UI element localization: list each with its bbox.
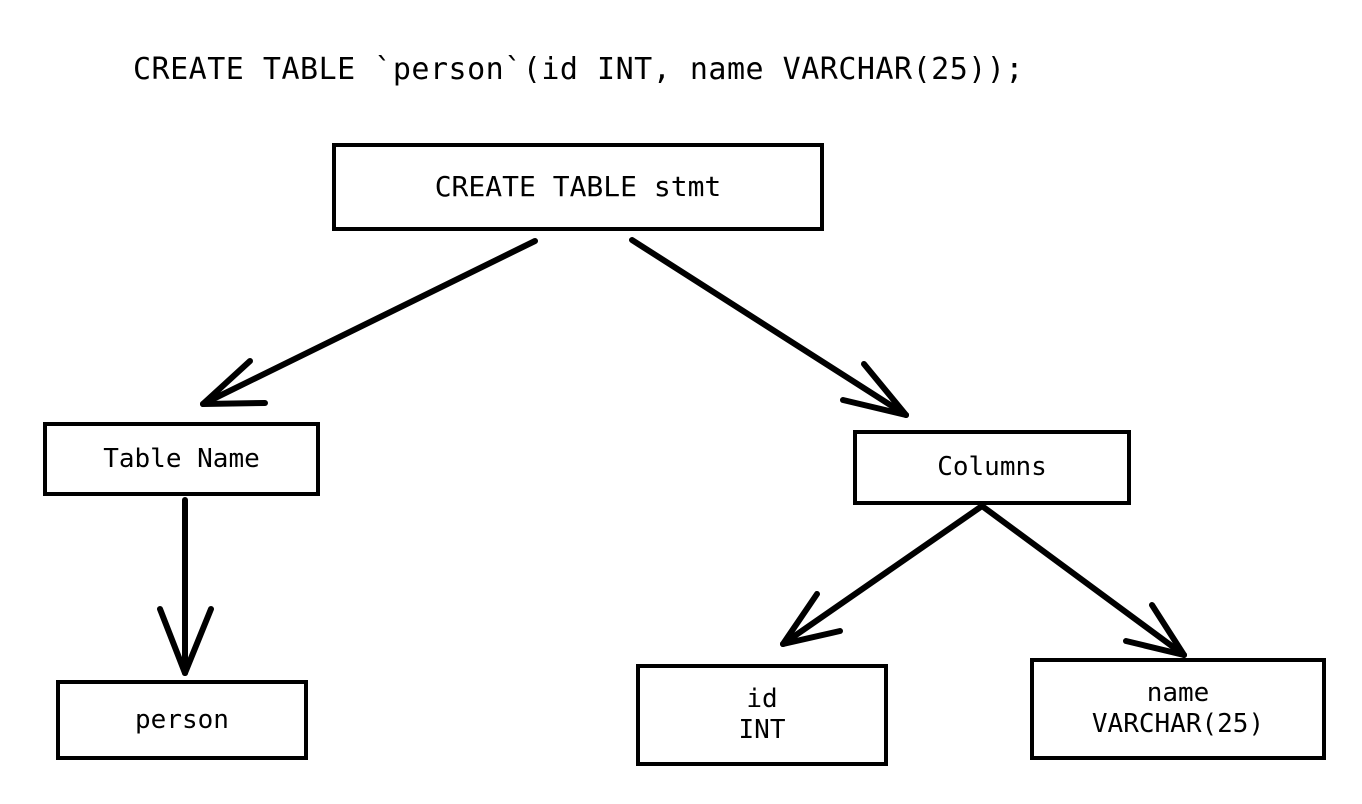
node-create-table-stmt[interactable]: CREATE TABLE stmt: [332, 143, 824, 231]
edge-root-to-table-name: [200, 238, 538, 407]
node-person[interactable]: person: [56, 680, 308, 760]
node-table-name[interactable]: Table Name: [43, 422, 320, 496]
edge-columns-to-id: [780, 503, 985, 647]
node-label: CREATE TABLE stmt: [434, 170, 722, 204]
edge-root-to-columns: [629, 237, 909, 418]
node-column-name: name: [1146, 678, 1210, 709]
node-label: Columns: [937, 452, 1047, 483]
edge-table-name-to-person: [157, 497, 214, 676]
edge-columns-to-name: [979, 503, 1187, 658]
node-label: Table Name: [103, 443, 260, 474]
node-column-type: INT: [738, 715, 786, 745]
node-column-type: VARCHAR(25): [1091, 709, 1265, 739]
node-column-name: id: [746, 684, 778, 715]
node-column-id[interactable]: id INT: [636, 664, 888, 766]
node-columns[interactable]: Columns: [853, 430, 1131, 505]
page-title: CREATE TABLE `person`(id INT, name VARCH…: [133, 52, 1024, 87]
node-label: person: [135, 704, 229, 735]
node-column-name-varchar[interactable]: name VARCHAR(25): [1030, 658, 1326, 760]
